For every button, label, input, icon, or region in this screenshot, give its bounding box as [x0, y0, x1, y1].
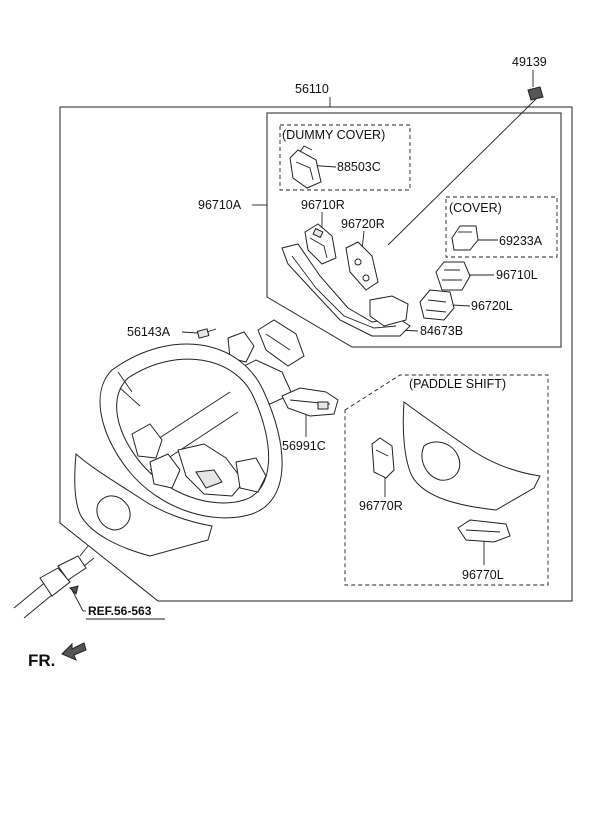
label-88503c: 88503C — [337, 160, 381, 174]
label-96770l: 96770L — [462, 568, 504, 582]
wheel-hub-icon — [131, 423, 267, 497]
paddle-shift-box — [344, 374, 549, 586]
label-96710r: 96710R — [301, 198, 345, 212]
label-56991c: 56991C — [282, 439, 326, 453]
steering-column-icon — [13, 545, 95, 619]
cover-69233a-icon — [451, 225, 479, 251]
label-96720r: 96720R — [341, 217, 385, 231]
cover-box — [445, 196, 558, 258]
label-96710a: 96710A — [198, 198, 242, 212]
label-paddle-shift: (PADDLE SHIFT) — [409, 377, 506, 391]
label-69233a: 69233A — [499, 234, 543, 248]
label-56110: 56110 — [295, 82, 329, 96]
paddle-96770r-icon — [371, 437, 395, 479]
lower-cover-icon — [74, 452, 213, 557]
bracket-96720r-icon — [345, 241, 379, 291]
label-front: FR. — [28, 651, 55, 670]
main-assembly-frame — [59, 106, 573, 602]
front-direction-arrow-icon — [61, 642, 87, 661]
label-56143a: 56143A — [127, 325, 171, 339]
dummy-cover-part-icon — [289, 145, 322, 189]
label-96710l: 96710L — [496, 268, 538, 282]
wiring-bracket-84673b-icon — [281, 243, 411, 337]
label-84673b: 84673B — [420, 324, 463, 338]
label-dummy-cover: (DUMMY COVER) — [282, 128, 385, 142]
label-ref-56-563: REF.56-563 — [88, 604, 152, 618]
bolt-56143a-icon — [196, 328, 217, 339]
label-cover: (COVER) — [449, 201, 502, 215]
paddle-96770l-icon — [457, 519, 511, 543]
switch-96710l-icon — [435, 261, 471, 291]
paddle-shift-cover-icon — [402, 401, 541, 511]
switch-group-frame — [266, 112, 562, 348]
leader-lines — [71, 70, 538, 620]
label-96770r: 96770R — [359, 499, 403, 513]
ref-arrow-icon — [69, 585, 79, 595]
switch-96720l-icon — [419, 289, 455, 321]
switch-96710r-icon — [304, 223, 337, 265]
dummy-cover-box — [279, 124, 411, 191]
label-96720l: 96720L — [471, 299, 513, 313]
wire-harness-56991c-icon — [281, 387, 339, 417]
cap-49139-icon — [527, 86, 544, 101]
label-49139: 49139 — [512, 55, 547, 69]
